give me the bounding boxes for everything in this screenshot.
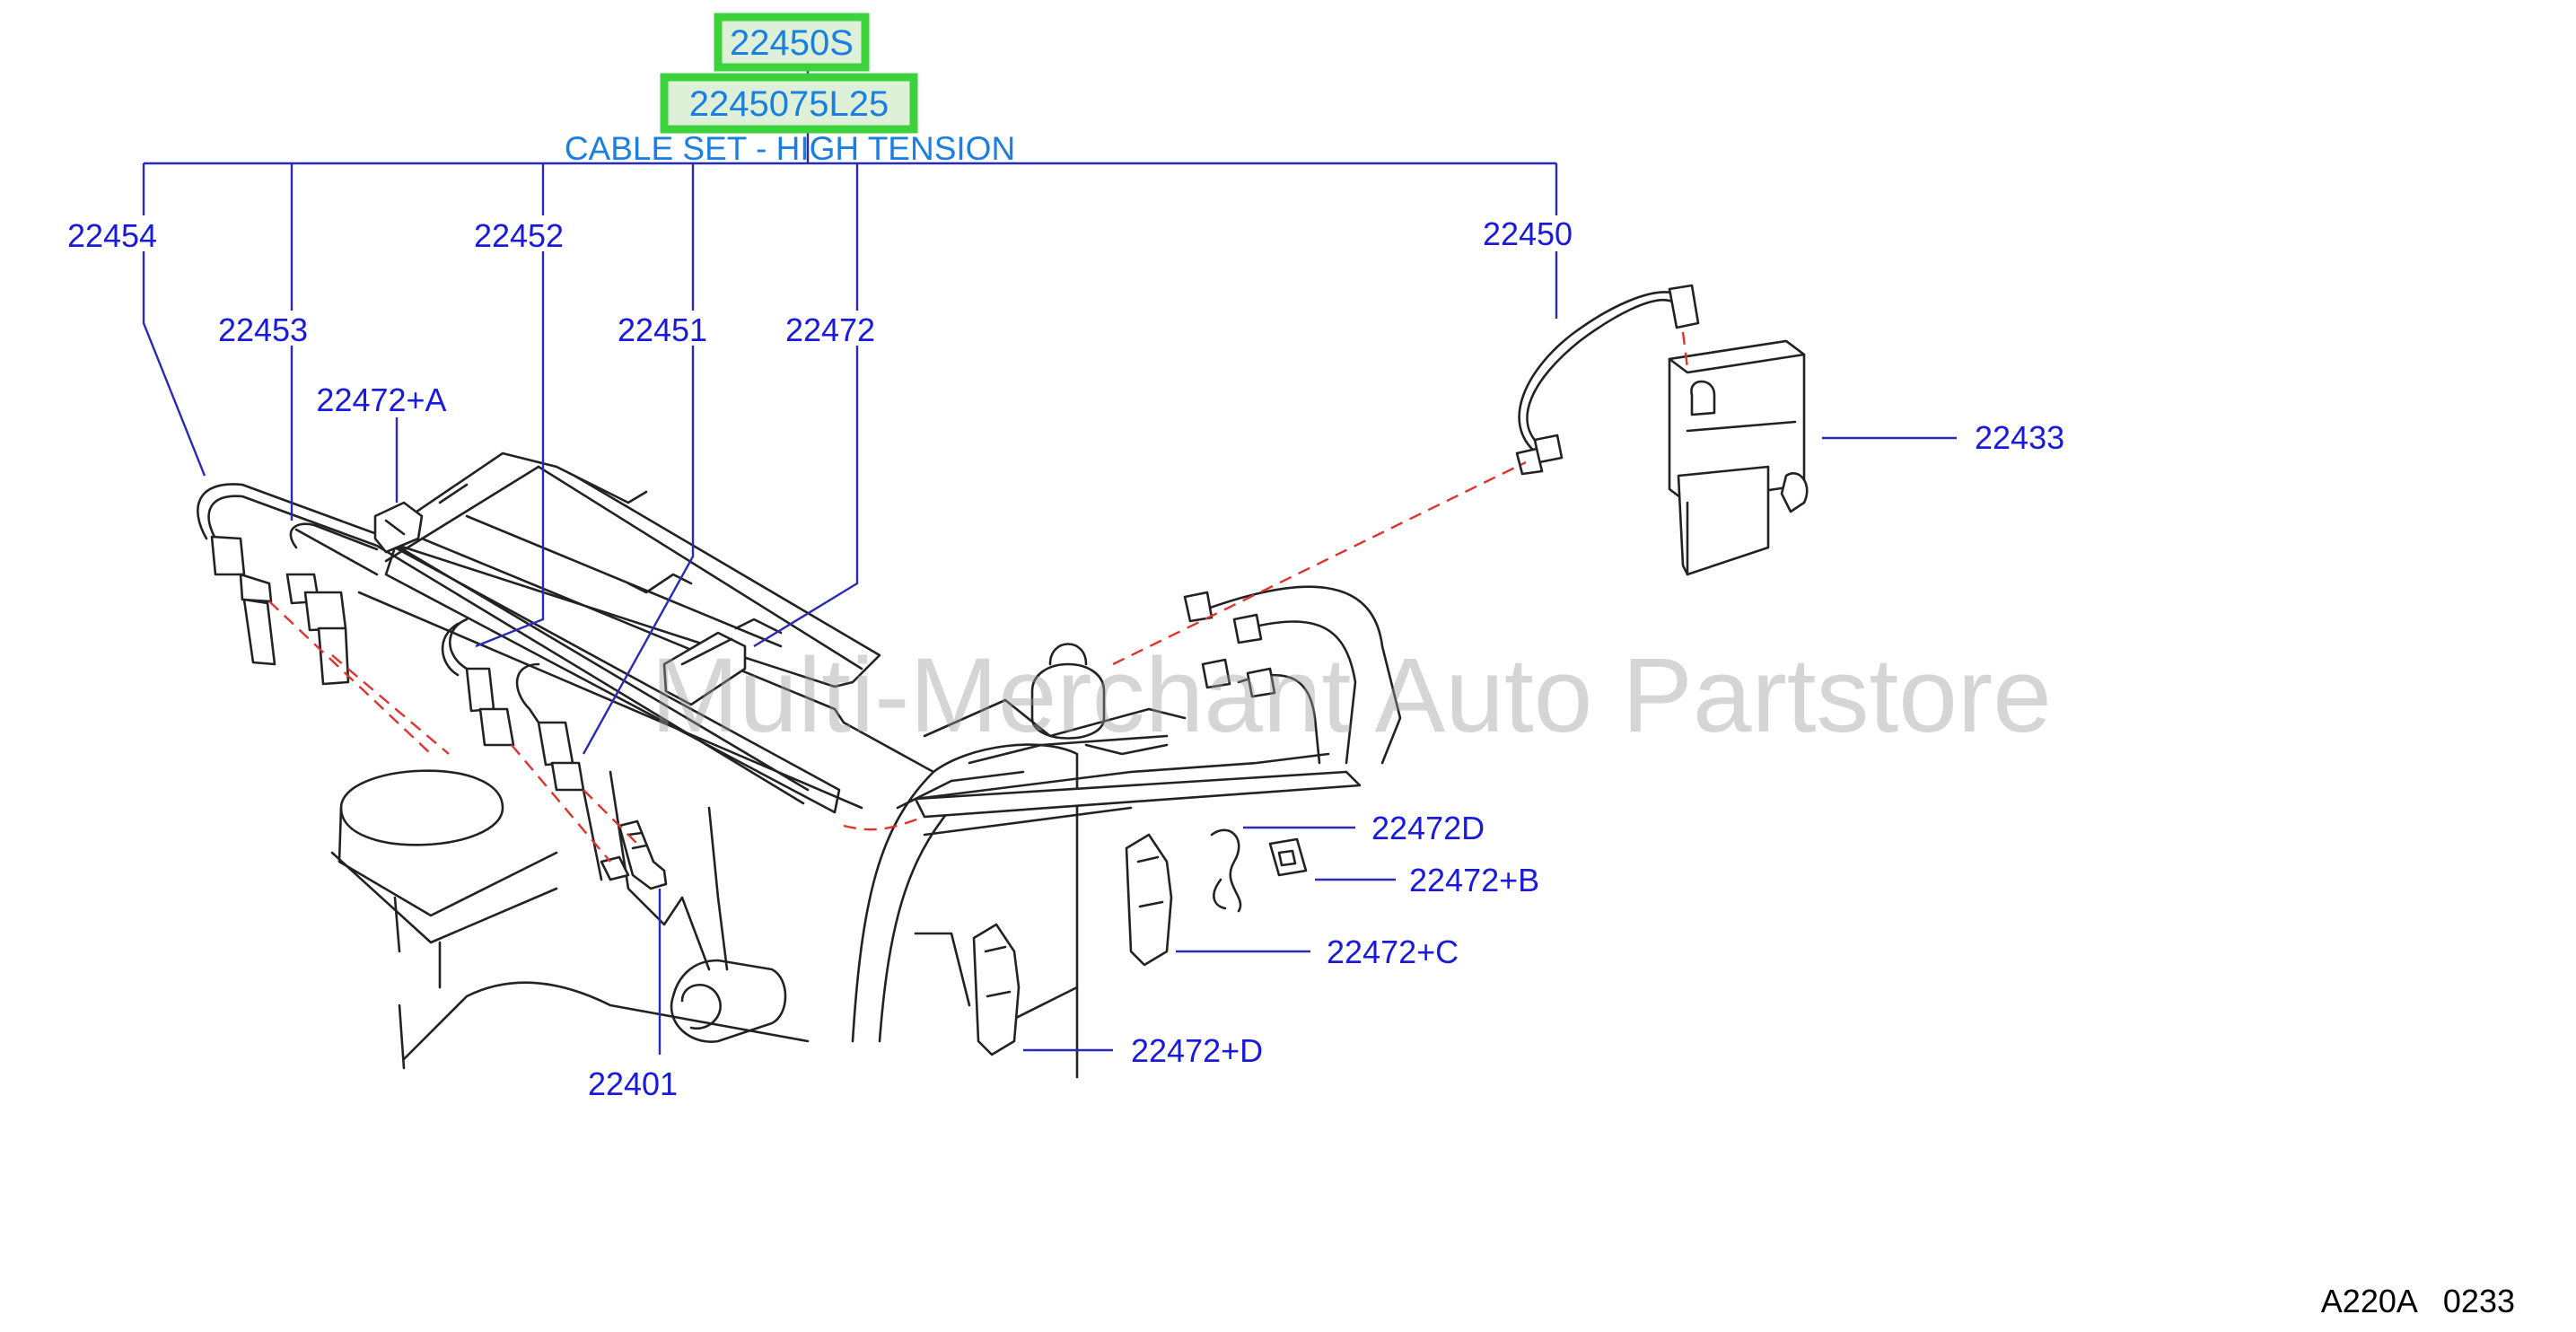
- callout-22472-b[interactable]: 22472+B: [1409, 862, 1539, 898]
- callout-22433[interactable]: 22433: [1975, 419, 2064, 456]
- callout-22472-a[interactable]: 22472+A: [316, 381, 446, 418]
- connection-dashes: [268, 331, 1689, 863]
- cable-set-caption: CABLE SET - HIGH TENSION: [565, 130, 1015, 167]
- ht-cables: [197, 284, 1700, 819]
- callout-22453[interactable]: 22453: [218, 311, 308, 348]
- callout-22401[interactable]: 22401: [588, 1065, 678, 1102]
- callout-22472-c[interactable]: 22472+C: [1327, 933, 1459, 970]
- clip-parts: [373, 501, 1308, 1056]
- callout-22452[interactable]: 22452: [474, 217, 564, 254]
- callout-22472-d[interactable]: 22472+D: [1131, 1032, 1263, 1069]
- callout-22472[interactable]: 22472: [785, 311, 875, 348]
- highlight-group: 22450S 2245075L25: [660, 13, 918, 134]
- callout-22451[interactable]: 22451: [618, 311, 707, 348]
- ignition-coil: [1668, 339, 1809, 576]
- secondary-code-box: [660, 73, 918, 134]
- leader-lines: [142, 61, 1957, 1055]
- engine-drawing: [294, 451, 1348, 1079]
- callout-labels: 22454 22453 22452 22451 22472 22450 2247…: [67, 215, 2064, 1102]
- watermark-text: Multi-Merchant Auto Partstore: [651, 636, 2052, 755]
- callout-22472d[interactable]: 22472D: [1371, 810, 1485, 846]
- primary-code-box: [714, 13, 870, 72]
- primary-part-code[interactable]: 22450S: [730, 23, 854, 63]
- secondary-part-code[interactable]: 2245075L25: [689, 84, 889, 124]
- callout-22454[interactable]: 22454: [67, 217, 157, 254]
- diagram-code: A220A 0233: [2321, 1283, 2515, 1319]
- callout-22450[interactable]: 22450: [1483, 215, 1573, 252]
